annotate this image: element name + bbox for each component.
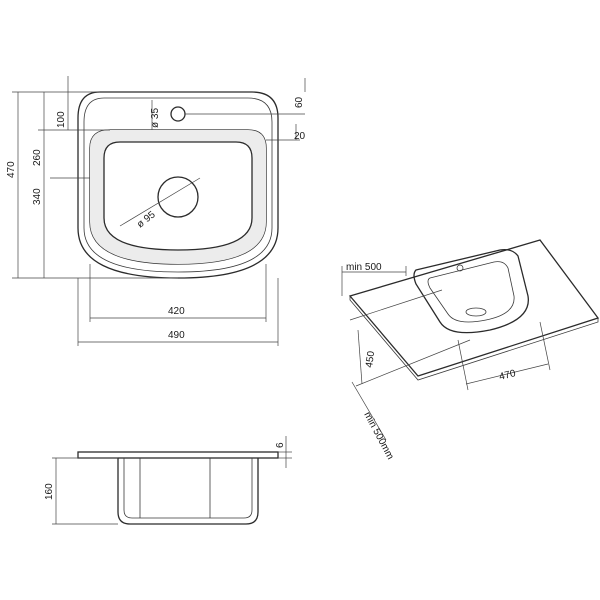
drain-diameter-line [119, 177, 201, 227]
faucet-hole [170, 106, 186, 122]
dim-label-470: 470 [6, 161, 17, 178]
sink-outer-rim [77, 91, 279, 279]
dim-label-6: 6 [275, 442, 286, 448]
dim-label-160: 160 [44, 483, 55, 500]
section-rim [77, 451, 279, 459]
drain-circle [157, 176, 199, 218]
install-sink-bowl [427, 261, 515, 323]
dim-label-95: ø 95 [135, 209, 158, 230]
install-faucet-hole [456, 264, 464, 272]
dim-label-35: ø 35 [150, 108, 161, 128]
dim-label-20: 20 [294, 131, 306, 142]
dim-label-420: 420 [168, 306, 185, 317]
dim-line-min-500mm [351, 381, 387, 441]
dim-label-100: 100 [56, 111, 67, 128]
section-bowl-inner [123, 458, 253, 519]
top-view: 100 ø 35 60 20 260 470 340 ø 95 420 490 [6, 76, 306, 346]
dim-label-min-500: min 500 [346, 262, 382, 273]
dim-line-450 [357, 329, 363, 385]
install-sink-rim [413, 248, 529, 334]
bowl-wall-shade [90, 130, 266, 264]
dim-label-60: 60 [294, 96, 305, 108]
dim-label-min-500mm: min 500mm [361, 410, 395, 461]
dim-label-470-install: 470 [498, 368, 517, 383]
countertop-front-edge [349, 296, 599, 381]
section-view: 6 160 [44, 436, 292, 525]
installation-view: min 500 450 470 min 500mm [341, 239, 600, 462]
section-bowl [117, 458, 259, 525]
bowl-bottom-edge [103, 141, 253, 251]
dim-line-470-install [465, 363, 549, 385]
dim-label-490: 490 [168, 330, 185, 341]
dim-label-450: 450 [364, 350, 377, 368]
dim-label-260: 260 [32, 149, 43, 166]
install-drain [465, 307, 487, 317]
dim-label-340: 340 [32, 188, 43, 205]
